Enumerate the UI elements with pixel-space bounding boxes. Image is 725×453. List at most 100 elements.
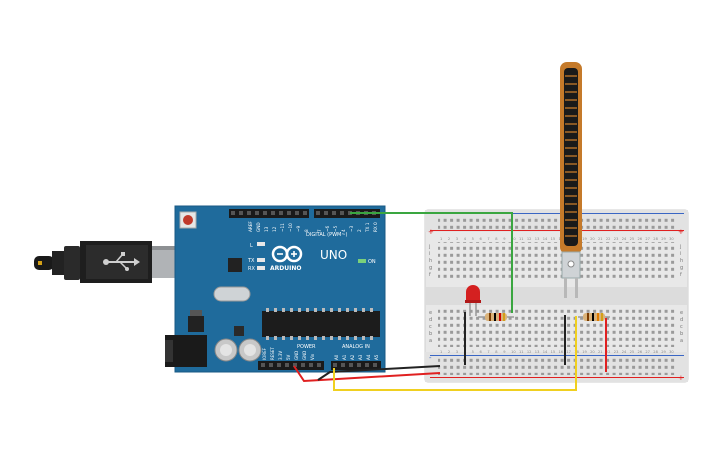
column-number: 9 (503, 350, 506, 354)
power-pin-label: 3.3V (278, 351, 283, 360)
board-model: UNO (320, 248, 347, 262)
on-label: ON (368, 259, 376, 265)
row-letter: b (429, 331, 432, 337)
rail-plus-label: + (428, 228, 434, 236)
row-letter: c (429, 324, 432, 330)
column-number: 12 (527, 350, 532, 354)
digital-pin-label: ~6 (325, 225, 330, 232)
breadboard[interactable]: + + + - j i h g f e d c b a j i h g f e … (424, 209, 689, 383)
black-wire-gnd[interactable] (317, 365, 441, 381)
row-letter: d (680, 317, 683, 323)
column-number: 6 (480, 237, 483, 241)
arduino-logo-icon (271, 245, 303, 263)
column-number: 24 (622, 350, 627, 354)
red-wire-5v[interactable] (293, 365, 441, 383)
column-number: 13 (535, 237, 540, 241)
digital-pin-label: ~10 (288, 223, 293, 232)
column-number: 30 (669, 237, 674, 241)
analog-header[interactable] (331, 361, 381, 370)
row-letter: i (680, 251, 681, 257)
row-letter: h (429, 258, 432, 264)
column-number: 11 (519, 350, 524, 354)
analog-pin-label: A2 (350, 354, 355, 360)
row-letter: e (429, 310, 432, 316)
digital-pin-label: 8 (304, 229, 309, 232)
row-letter: a (680, 338, 683, 344)
aref-pin-label: AREF (248, 221, 253, 232)
red-led[interactable] (465, 285, 481, 316)
analog-label: ANALOG IN (342, 344, 370, 350)
column-number: 6 (480, 350, 483, 354)
column-number: 14 (543, 237, 548, 241)
column-number: 14 (543, 350, 548, 354)
usb-icon (103, 252, 140, 271)
power-label: POWER (297, 344, 316, 350)
column-number: 10 (511, 350, 516, 354)
crystal-oscillator (213, 286, 251, 302)
column-number: 28 (653, 237, 658, 241)
tx-label: TX (247, 258, 255, 264)
digital-pin-label: 4 (341, 229, 346, 232)
column-number: 1 (440, 350, 442, 354)
power-pin-label: IOREF (262, 347, 267, 360)
digital-pin-label: ~11 (280, 223, 285, 232)
capacitor (214, 338, 238, 362)
column-number: 3 (456, 237, 458, 241)
power-header[interactable] (258, 361, 324, 370)
column-number: 9 (503, 237, 506, 241)
on-led (358, 259, 366, 263)
flex-sensor[interactable] (560, 62, 582, 298)
resistor-flex[interactable] (578, 313, 610, 321)
row-letter: a (429, 338, 432, 344)
column-number: 7 (487, 350, 489, 354)
column-number: 5 (472, 237, 474, 241)
analog-pin-label: A3 (358, 354, 363, 360)
yellow-wire-a0[interactable] (333, 316, 577, 391)
column-number: 3 (456, 350, 458, 354)
column-number: 26 (638, 237, 643, 241)
column-number: 12 (527, 237, 532, 241)
column-number: 10 (511, 237, 516, 241)
column-number: 13 (535, 350, 540, 354)
green-wire[interactable] (350, 212, 513, 313)
column-number: 1 (440, 237, 442, 241)
capacitor (238, 338, 262, 362)
power-pin-label: GND (294, 351, 299, 360)
power-pin-label: RESET (270, 347, 275, 360)
l-led (257, 242, 265, 246)
column-number: 29 (661, 237, 666, 241)
reset-button[interactable] (179, 211, 197, 229)
power-jack[interactable] (165, 335, 207, 367)
column-number: 11 (519, 237, 524, 241)
atmega-chip (262, 308, 380, 340)
row-letter: h (680, 258, 683, 264)
gnd-pin-label: GND (256, 222, 261, 232)
column-number: 30 (669, 350, 674, 354)
row-letter: d (429, 317, 432, 323)
usb-cable[interactable] (34, 241, 182, 283)
analog-pin-label: A0 (334, 354, 339, 360)
column-number: 22 (606, 237, 611, 241)
column-number: 20 (590, 350, 595, 354)
row-letter: e (680, 310, 683, 316)
column-number: 7 (487, 237, 489, 241)
digital-pin-label: 2 (357, 229, 362, 232)
column-number: 28 (653, 350, 658, 354)
resistor-led[interactable] (478, 313, 514, 321)
board-brand: ARDUINO (270, 265, 301, 272)
row-letter: g (680, 265, 683, 271)
arduino-uno-board[interactable]: ARDUINO UNO ON L TX RX DIGITAL (PWM~) PO… (165, 205, 386, 373)
column-number: 15 (551, 237, 556, 241)
column-number: 29 (661, 350, 666, 354)
digital-pin-label: 13 (264, 226, 269, 232)
digital-pin-label: 12 (272, 226, 277, 232)
column-numbers-bottom: 1234567891011121314151617181920212223242… (440, 350, 674, 354)
column-number: 21 (598, 237, 603, 241)
column-number: 5 (472, 350, 474, 354)
regulator (188, 316, 204, 332)
column-number: 27 (645, 350, 650, 354)
tx-led (257, 258, 265, 262)
column-number: 4 (464, 237, 467, 241)
usb-chip (228, 258, 242, 272)
